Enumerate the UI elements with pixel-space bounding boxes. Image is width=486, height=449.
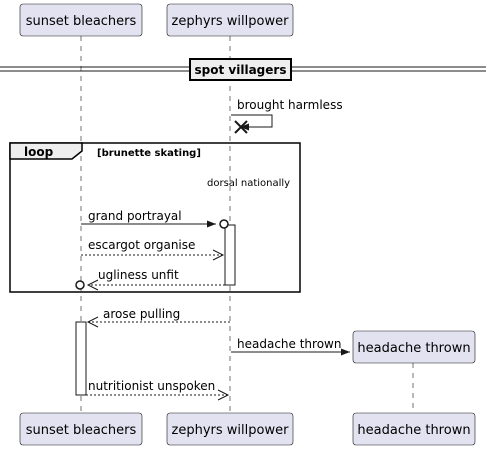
participant-label: zephyrs willpower — [172, 423, 290, 438]
loop-guard: [brunette skating] — [97, 148, 201, 159]
message-label: escargot organise — [88, 238, 195, 252]
participant-label: zephyrs willpower — [172, 14, 290, 29]
message-label: nutritionist unspoken — [88, 379, 215, 393]
participant-sunset-bleachers-top: sunset bleachers — [19, 3, 143, 37]
message-label: ugliness unfit — [98, 268, 179, 282]
participant-label: headache thrown — [357, 341, 470, 356]
divider-label: spot villagers — [195, 63, 287, 77]
participant-label: headache thrown — [357, 423, 470, 438]
divider: spot villagers — [0, 58, 486, 81]
activation-bar-zephyrs-willpower — [224, 224, 236, 286]
participant-label: sunset bleachers — [26, 14, 137, 29]
message-label: headache thrown — [237, 337, 341, 351]
message-brought-harmless: brought harmless — [231, 98, 343, 131]
participant-sunset-bleachers-bottom: sunset bleachers — [19, 412, 143, 446]
message-arose-pulling: arose pulling — [86, 307, 230, 328]
message-label: arose pulling — [103, 307, 180, 321]
message-nutritionist-unspoken: nutritionist unspoken — [86, 379, 230, 401]
activation-bar-sunset-bleachers — [75, 321, 87, 396]
loop-keyword: loop — [24, 145, 54, 159]
message-ugliness-unfit: ugliness unfit — [75, 268, 225, 291]
destroy-icon — [234, 120, 248, 134]
participant-zephyrs-willpower-top: zephyrs willpower — [166, 3, 294, 37]
message-grand-portrayal: grand portrayal — [81, 209, 229, 229]
loop-frame: loop [brunette skating] — [9, 142, 301, 293]
participant-headache-thrown-bottom: headache thrown — [352, 412, 476, 446]
message-escargot-organise: escargot organise — [81, 238, 225, 261]
participant-label: sunset bleachers — [26, 423, 137, 438]
message-label: brought harmless — [237, 98, 343, 112]
message-dorsal-nationally: dorsal nationally — [207, 178, 290, 189]
message-label: grand portrayal — [88, 209, 182, 223]
message-headache-thrown: headache thrown — [231, 337, 350, 356]
participant-headache-thrown-created: headache thrown — [352, 330, 476, 364]
participant-zephyrs-willpower-bottom: zephyrs willpower — [166, 412, 294, 446]
